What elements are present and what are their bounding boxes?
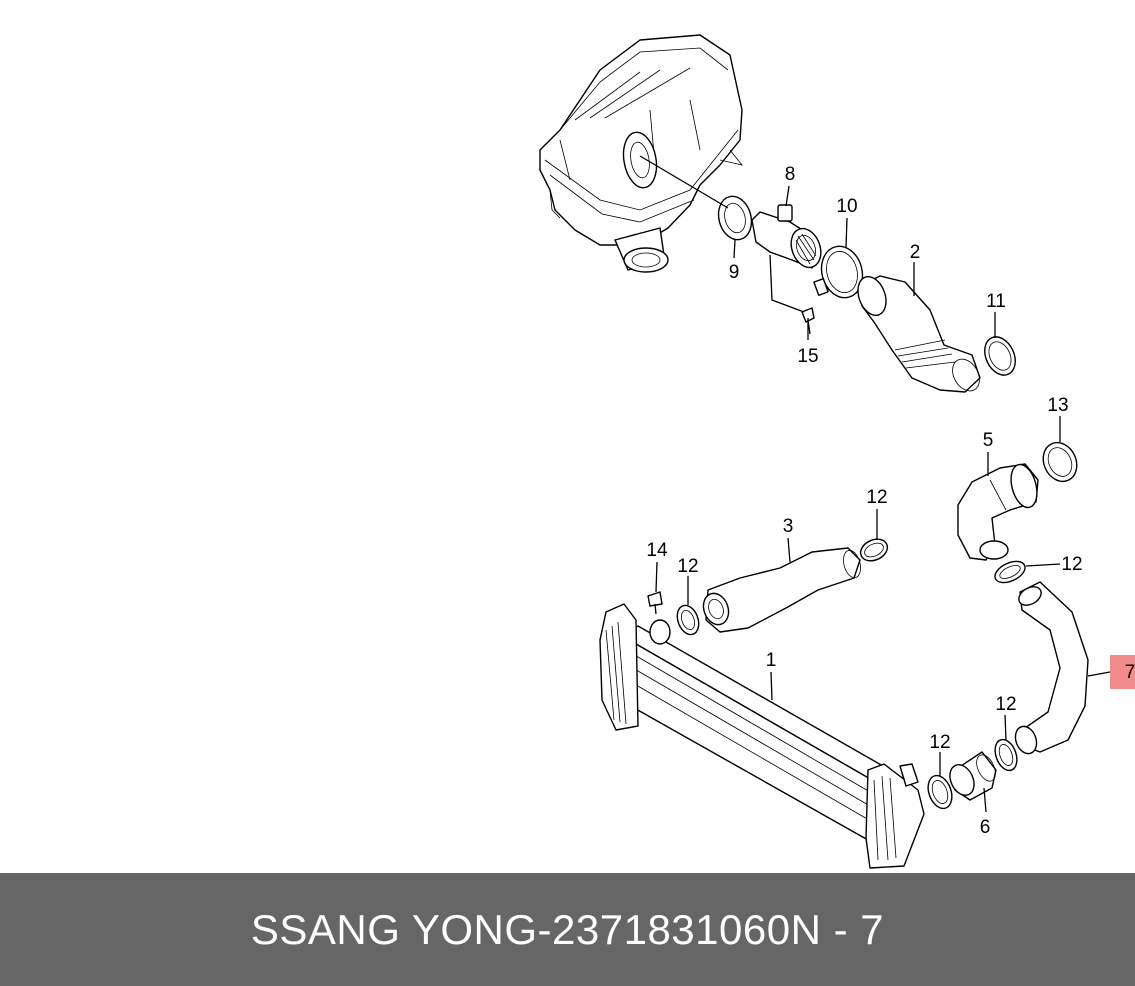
clamp-part-12-lower-middle [927, 774, 953, 810]
callout-6: 6 [980, 817, 991, 838]
clamp-part-11 [984, 336, 1016, 376]
callout-7: 7 [1125, 662, 1135, 683]
callout-13: 13 [1047, 395, 1068, 416]
callout-15: 15 [797, 346, 818, 367]
callout-12-top-middle: 12 [866, 487, 887, 508]
callout-12-lower-right: 12 [995, 694, 1016, 715]
hose-part-3 [702, 547, 861, 633]
callout-5: 5 [983, 430, 994, 451]
diagram-reference: N - 7 [790, 905, 885, 953]
callout-9: 9 [729, 262, 740, 283]
callout-1: 1 [766, 650, 777, 671]
separator: - [537, 905, 553, 953]
callout-3: 3 [783, 516, 794, 537]
clamp-part-12-upper-right [994, 560, 1026, 584]
footer-bar: SSANG YONG - 2371831060 N - 7 [0, 873, 1135, 986]
bolt-part-14 [647, 591, 663, 615]
gasket-part-9 [717, 195, 753, 241]
clamp-part-10 [813, 245, 864, 299]
callout-11: 11 [986, 291, 1006, 312]
brand-name: SSANG YONG [250, 905, 538, 953]
callout-7-highlight [1110, 655, 1135, 689]
exploded-parts-diagram: 1 2 3 5 6 7 8 9 10 11 12 12 12 12 12 13 … [539, 34, 1135, 869]
leader-lines [639, 155, 1111, 813]
elbow-hose-part-5 [957, 463, 1039, 561]
callout-14: 14 [646, 540, 668, 561]
part-number: 2371831060 [552, 905, 791, 953]
callout-12-upper-right: 12 [1061, 554, 1082, 575]
intercooler-hose-part-7 [1014, 581, 1089, 755]
callout-2: 2 [910, 242, 921, 263]
callout-12-left: 12 [677, 556, 698, 577]
callout-10: 10 [836, 196, 857, 217]
footer-caption: SSANG YONG - 2371831060 N - 7 [0, 873, 1135, 986]
clamp-part-13 [1042, 441, 1078, 483]
clamp-part-12-left [676, 604, 700, 636]
short-hose-part-6 [949, 751, 997, 801]
clamp-part-12-lower-right [994, 738, 1018, 772]
intercooler-part-1 [599, 603, 925, 869]
air-flow-sensor-part-8 [751, 204, 822, 269]
air-intake-hose-part-2 [857, 275, 981, 393]
air-cleaner-housing [539, 34, 744, 273]
callout-12-lower-middle: 12 [929, 732, 950, 753]
clamp-part-12-top-middle [859, 538, 889, 562]
callout-8: 8 [785, 164, 796, 185]
